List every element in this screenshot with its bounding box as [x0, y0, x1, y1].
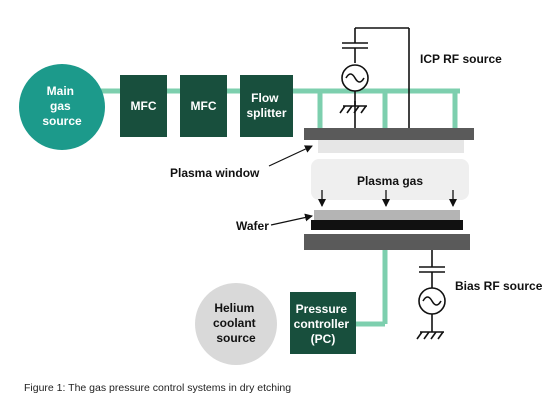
- plasma-gas-label: Plasma gas: [357, 174, 423, 188]
- pc-label-2: controller: [294, 317, 350, 331]
- wafer-base: [311, 220, 463, 230]
- chuck-plate: [304, 234, 470, 250]
- pc-label-3: (PC): [311, 332, 336, 346]
- mfc-box-2: MFC: [180, 75, 227, 137]
- svg-text:Helium coolant sou: Helium coolant source: [213, 301, 259, 345]
- svg-text:Flow splitter: Flow splitter: [246, 91, 286, 120]
- main-gas-source-label-1: Main: [47, 84, 74, 98]
- plasma-window: [318, 140, 464, 153]
- chamber-top-plate: [304, 128, 474, 140]
- flow-splitter-box: Flow splitter: [240, 75, 293, 137]
- bias-rf-circuit: [416, 250, 446, 340]
- flow-splitter-label-2: splitter: [246, 106, 286, 120]
- mfc-1-label: MFC: [131, 99, 157, 113]
- helium-label-1: Helium: [214, 301, 254, 315]
- pressure-controller-box: Pressure controller (PC): [290, 292, 356, 354]
- plasma-gas-region: [311, 159, 469, 200]
- flow-splitter-label-1: Flow: [251, 91, 279, 105]
- plasma-window-pointer: [268, 145, 313, 167]
- svg-text:Pressure controller: Pressure controller (PC): [294, 302, 353, 346]
- main-gas-source-label-2: gas: [50, 99, 71, 113]
- icp-rf-circuit: [339, 27, 410, 128]
- mfc-2-label: MFC: [191, 99, 217, 113]
- main-gas-source-label-3: source: [42, 114, 82, 128]
- pc-label-1: Pressure: [296, 302, 348, 316]
- figure-caption: Figure 1: The gas pressure control syste…: [24, 382, 292, 394]
- icp-rf-source-label: ICP RF source: [420, 52, 502, 66]
- svg-text:Main gas source: Main gas source: [42, 84, 82, 128]
- helium-coolant-source: Helium coolant source: [195, 283, 277, 365]
- helium-label-2: coolant: [213, 316, 256, 330]
- main-gas-source: Main gas source: [19, 64, 105, 150]
- wafer-surface: [314, 210, 460, 220]
- bias-rf-source-label: Bias RF source: [455, 279, 543, 293]
- plasma-flow-arrows: [318, 190, 457, 207]
- wafer-pointer: [270, 213, 313, 226]
- mfc-box-1: MFC: [120, 75, 167, 137]
- plasma-window-label: Plasma window: [170, 166, 260, 180]
- wafer-label: Wafer: [236, 219, 269, 233]
- helium-label-3: source: [216, 331, 256, 345]
